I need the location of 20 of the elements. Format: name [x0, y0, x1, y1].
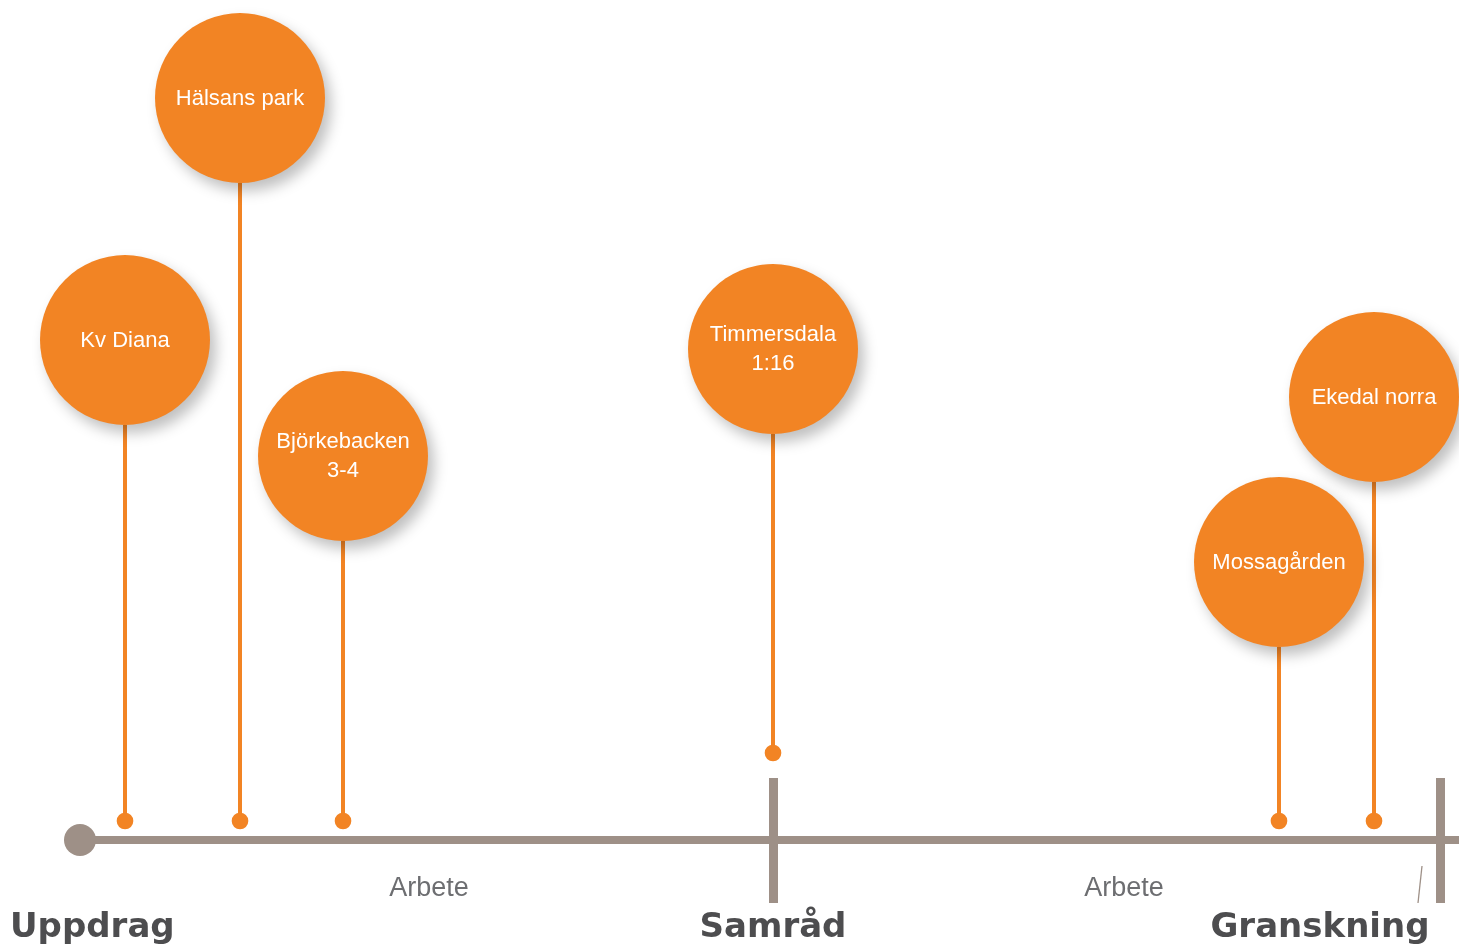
pin-stem — [231, 183, 249, 830]
project-name: Ekedal norra — [1311, 382, 1437, 411]
project-circle — [1194, 477, 1364, 647]
pin-stem — [116, 425, 134, 830]
pin-stem — [764, 434, 782, 762]
milestone-label: Uppdrag — [10, 905, 175, 945]
phase-label: Arbete — [1084, 872, 1164, 903]
project-name: Björkebacken 3-4 — [275, 427, 411, 484]
project-name: Mossagården — [1212, 547, 1346, 576]
pin-stem — [1365, 482, 1383, 830]
milestone-tick — [1436, 778, 1445, 903]
milestone-label: Samråd — [699, 905, 847, 945]
leader-line — [1417, 865, 1423, 904]
milestone-label: Granskning — [1210, 905, 1430, 945]
pin-stem — [1270, 647, 1288, 830]
pin-stem — [334, 541, 352, 830]
project-name: Hälsans park — [175, 83, 305, 112]
project-name: Kv Diana — [80, 325, 170, 354]
project-name: Timmersdala 1:16 — [708, 320, 838, 377]
phase-label: Arbete — [389, 872, 469, 903]
